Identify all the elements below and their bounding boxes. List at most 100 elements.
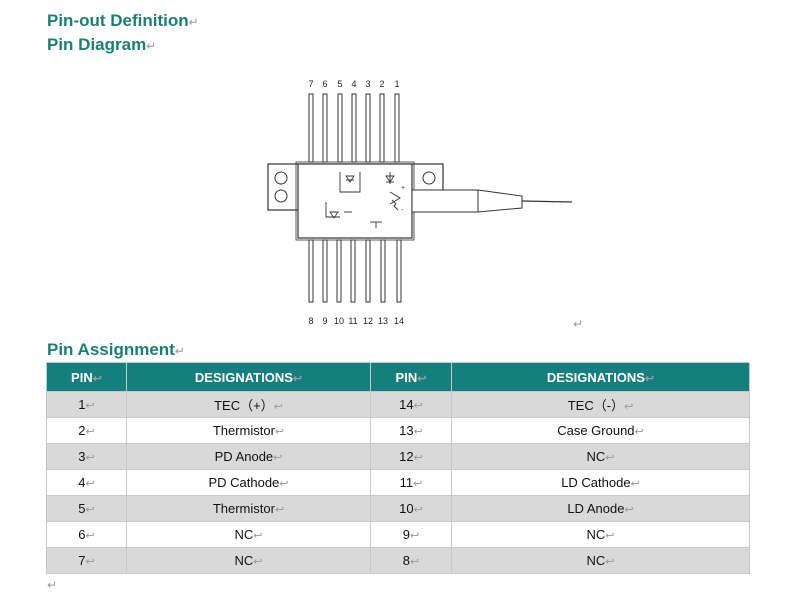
mounting-hole [422, 171, 436, 185]
bottom-pin-lead [380, 239, 386, 303]
bottom-pin-lead [396, 239, 402, 303]
pin-number-cell: 7↩ [46, 547, 127, 574]
pin-number-cell: 10↩ [370, 495, 452, 522]
cell-text: 6 [78, 527, 86, 542]
paragraph-mark: ↵ [174, 344, 185, 358]
heading-text: Pin Assignment [47, 340, 175, 359]
column-header-designations: DESIGNATIONS↩ [126, 362, 371, 392]
cell-text: 8 [402, 553, 410, 568]
top-pin-lead [308, 93, 314, 163]
column-header-pin: PIN↩ [370, 362, 452, 392]
heading-text: Pin Diagram [47, 35, 147, 54]
cell-text: 11 [399, 475, 414, 490]
cell-text: 7 [78, 553, 86, 568]
top-pin-label: 5 [337, 79, 342, 89]
designation-cell: NC↩ [451, 521, 750, 548]
bottom-pin-label: 9 [322, 316, 327, 326]
cell-mark: ↩ [85, 452, 95, 464]
table-header-row: PIN↩ DESIGNATIONS↩ PIN↩ DESIGNATIONS↩ [46, 362, 750, 392]
designation-cell: NC↩ [126, 521, 371, 548]
bottom-pin-lead [308, 239, 314, 303]
pin-number-cell: 3↩ [46, 443, 127, 470]
designation-cell: TEC（-）↩ [451, 391, 750, 418]
cell-text: 13 [399, 423, 414, 438]
designation-cell: Case Ground↩ [451, 417, 750, 444]
cell-mark: ↩ [634, 426, 644, 438]
cell-mark: ↩ [413, 452, 423, 464]
cell-mark: ↩ [410, 556, 420, 568]
top-pin-label: 4 [351, 79, 356, 89]
top-pin-label: 1 [394, 79, 399, 89]
cell-mark: ↩ [85, 504, 95, 516]
cell-mark: ↩ [413, 478, 423, 490]
cell-text: Thermistor [212, 501, 275, 516]
table-row: 3↩PD Anode↩12↩NC↩ [46, 443, 750, 470]
designation-cell: NC↩ [451, 443, 750, 470]
section-heading-pin-assignment: Pin Assignment↵ [47, 340, 185, 360]
bottom-pin-lead [365, 239, 371, 303]
cell-mark: ↩ [624, 504, 634, 516]
pin-number-cell: 4↩ [46, 469, 127, 496]
cell-mark: ↩ [92, 372, 102, 385]
pin-number-cell: 11↩ [370, 469, 452, 496]
designation-cell: Thermistor↩ [126, 495, 371, 522]
bottom-pin-label: 13 [378, 316, 388, 326]
designation-cell: Thermistor↩ [126, 417, 371, 444]
cell-text: Thermistor [212, 423, 275, 438]
cell-mark: ↩ [85, 478, 95, 490]
bottom-pin-label: 14 [394, 316, 404, 326]
top-pin-lead [337, 93, 343, 163]
designation-cell: LD Cathode↩ [451, 469, 750, 496]
pin-number-cell: 1↩ [46, 391, 127, 418]
cell-text: 14 [399, 397, 414, 412]
cell-mark: ↩ [644, 372, 655, 385]
cell-mark: ↩ [413, 504, 423, 516]
cell-mark: ↩ [605, 556, 615, 568]
bottom-pin-lead [322, 239, 328, 303]
cell-mark: ↩ [413, 426, 423, 438]
cell-mark: ↩ [292, 372, 303, 385]
cell-mark: ↩ [253, 530, 263, 542]
pin-assignment-table: PIN↩ DESIGNATIONS↩ PIN↩ DESIGNATIONS↩ 1↩… [46, 362, 750, 574]
paragraph-mark: ↵ [573, 317, 584, 331]
top-pin-label: 6 [322, 79, 327, 89]
cell-text: LD Anode [567, 501, 625, 516]
bottom-pin-label: 8 [308, 316, 313, 326]
top-pin-lead [379, 93, 385, 163]
table-row: 5↩Thermistor↩10↩LD Anode↩ [46, 495, 750, 522]
top-pin-lead [351, 93, 357, 163]
bottom-pin-lead [350, 239, 356, 303]
fiber-taper [477, 189, 523, 213]
cell-mark: ↩ [410, 530, 420, 542]
pin-number-cell: 9↩ [370, 521, 452, 548]
cell-text: NC [234, 553, 254, 568]
designation-cell: PD Cathode↩ [126, 469, 371, 496]
heading-text: Pin-out Definition [47, 11, 189, 30]
pin-number-cell: 6↩ [46, 521, 127, 548]
cell-mark: ↩ [605, 530, 615, 542]
pin-number-cell: 5↩ [46, 495, 127, 522]
section-heading-pinout: Pin-out Definition↵ [47, 11, 199, 31]
pin-number-cell: 12↩ [370, 443, 452, 470]
top-pin-label: 3 [365, 79, 370, 89]
cell-text: 5 [78, 501, 86, 516]
header-text: DESIGNATIONS [546, 369, 645, 385]
mounting-hole [274, 171, 288, 185]
pin-number-cell: 14↩ [370, 391, 452, 418]
bottom-pin-lead [336, 239, 342, 303]
table-row: 7↩NC↩8↩NC↩ [46, 547, 750, 574]
designation-cell: LD Anode↩ [451, 495, 750, 522]
designation-cell: TEC（+）↩ [126, 391, 371, 418]
cell-text: 4 [78, 475, 86, 490]
cell-text: 1 [78, 397, 86, 412]
cell-text: NC [234, 527, 254, 542]
cell-mark: ↩ [413, 400, 423, 412]
top-pin-lead [365, 93, 371, 163]
optical-fiber [521, 200, 573, 203]
cell-text: PD Anode [214, 449, 274, 464]
header-text: PIN [71, 369, 93, 385]
pin-number-cell: 8↩ [370, 547, 452, 574]
cell-text: Case Ground [557, 423, 635, 438]
cell-mark: ↩ [630, 478, 640, 490]
header-text: PIN [395, 369, 418, 385]
